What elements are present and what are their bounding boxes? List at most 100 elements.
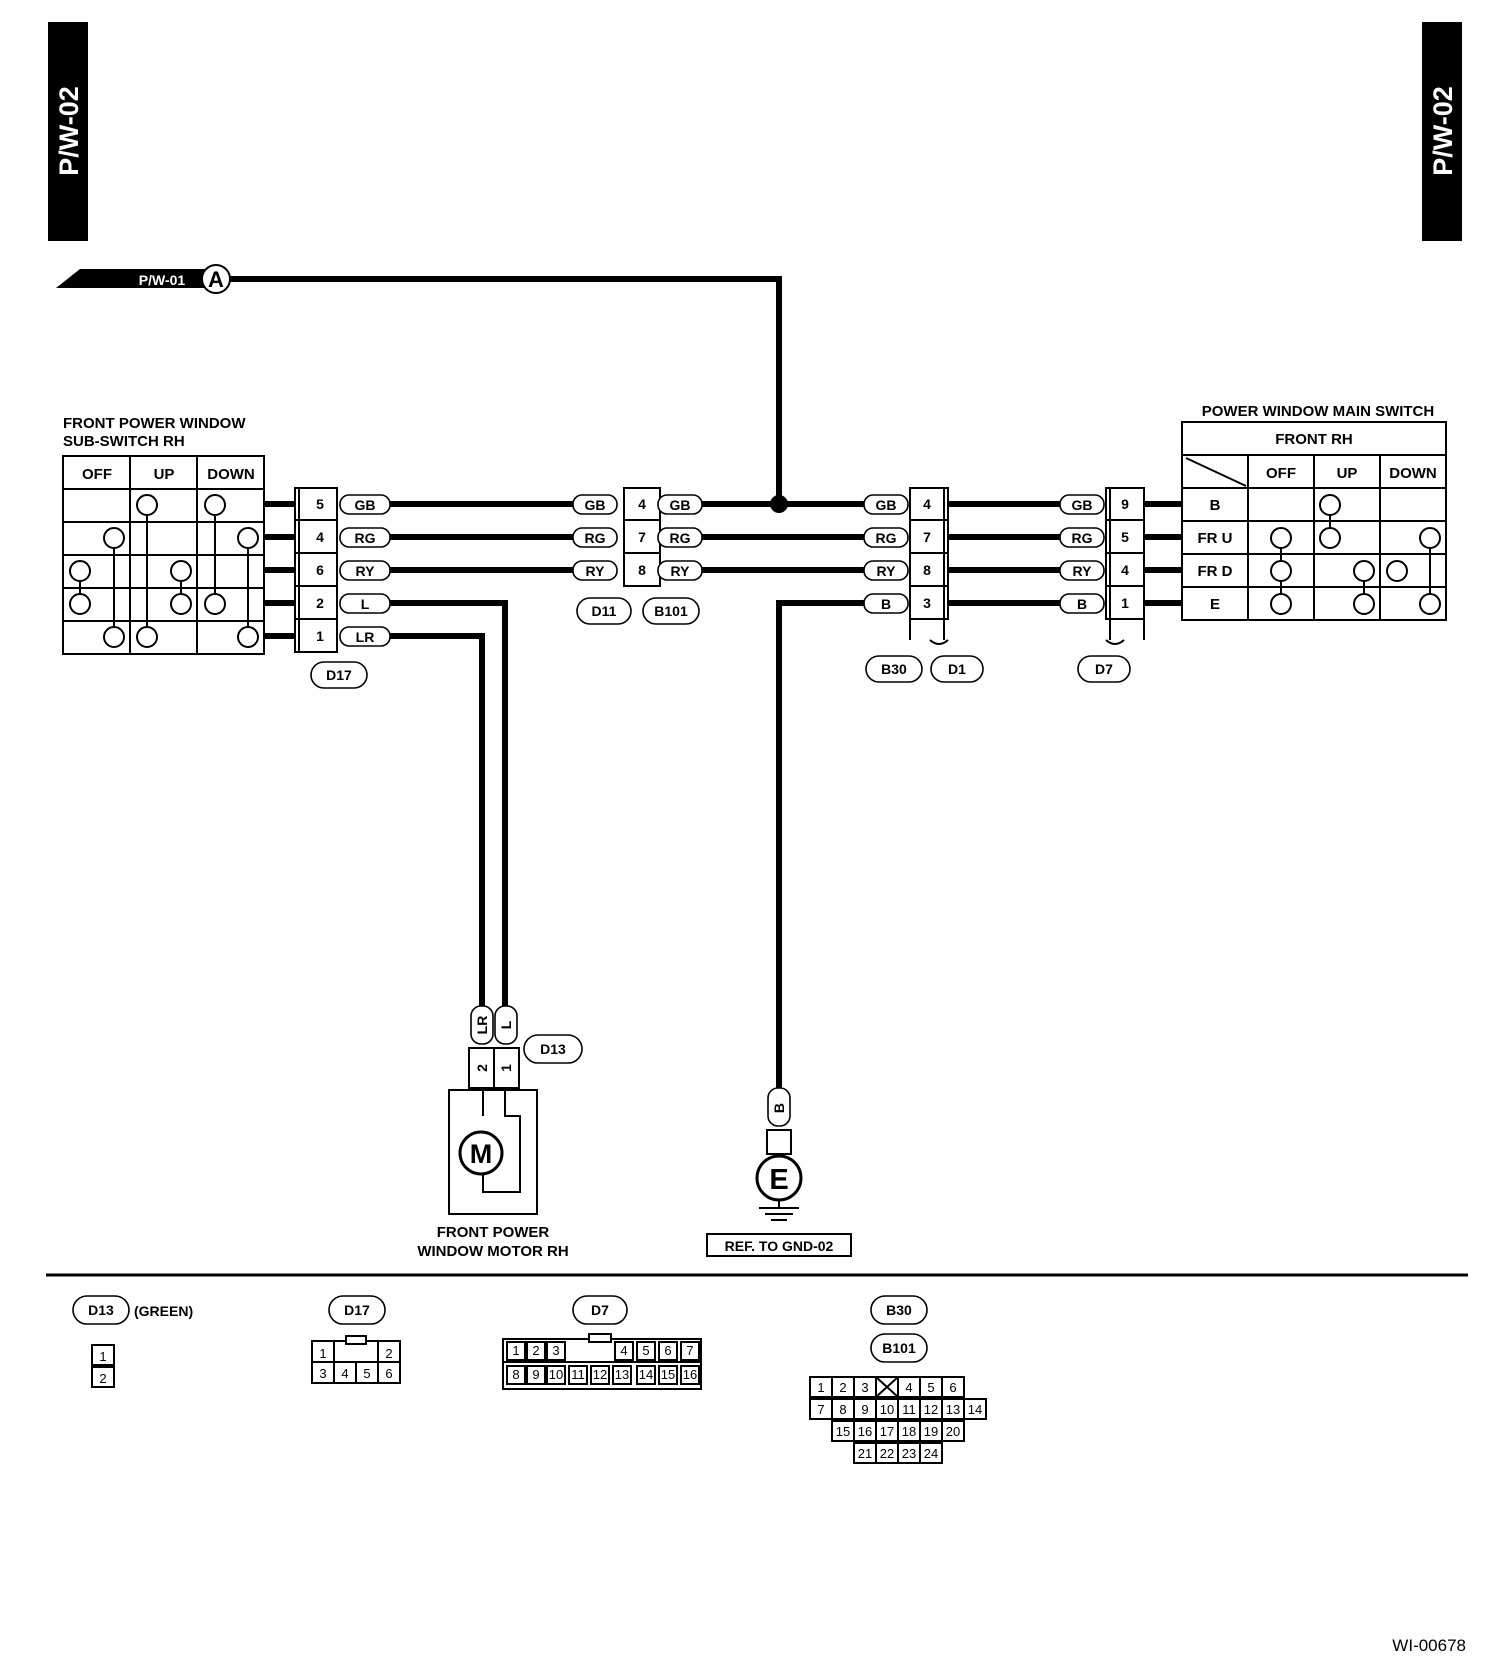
legend-pin: 2 xyxy=(99,1371,106,1386)
ref-marker-letter: A xyxy=(208,267,224,292)
b30-label: B30 xyxy=(881,661,907,677)
d17-pin: 4 xyxy=(316,529,324,545)
legend-pin-cell xyxy=(526,1365,546,1385)
wire-code-gb: GB xyxy=(876,497,897,513)
legend-pin: 8 xyxy=(839,1402,846,1417)
d13-label: D13 xyxy=(540,1041,566,1057)
motor-symbol: M xyxy=(470,1139,493,1169)
d17-pin: 6 xyxy=(316,562,324,578)
legend-pin: 9 xyxy=(861,1402,868,1417)
legend-pin: 7 xyxy=(817,1402,824,1417)
wire-code-ry: RY xyxy=(877,563,897,579)
sub-col-down: DOWN xyxy=(207,466,255,483)
ground-ref-label: REF. TO GND-02 xyxy=(725,1238,834,1254)
wire-code-gb: GB xyxy=(585,497,606,513)
motor-label-2: WINDOW MOTOR RH xyxy=(417,1243,568,1260)
d13-pin: 1 xyxy=(498,1064,514,1072)
main-row-fru: FR U xyxy=(1198,530,1233,547)
legend-pin-cell xyxy=(546,1341,566,1361)
legend-pin-cell xyxy=(658,1341,678,1361)
legend-pin-cell xyxy=(658,1365,678,1385)
header-diagonal xyxy=(1185,457,1247,487)
b101-label: B101 xyxy=(654,603,688,619)
wire-code-ry: RY xyxy=(1073,563,1093,579)
wire-code-l: L xyxy=(361,596,370,612)
d17-pin: 2 xyxy=(316,595,324,611)
d7-pin: 4 xyxy=(1121,562,1129,578)
legend-pin: 11 xyxy=(571,1367,585,1382)
legend-pin: 5 xyxy=(363,1366,370,1381)
legend-pin: 12 xyxy=(924,1402,938,1417)
d11-pin: 7 xyxy=(638,529,646,545)
sub-switch-title-2: SUB-SWITCH RH xyxy=(63,433,185,450)
connector-d11-b101: GB RG RY 4 7 8 GB RG RY D11 B101 xyxy=(572,487,703,625)
legend-pin-cell xyxy=(636,1341,656,1361)
legend-pin: 13 xyxy=(946,1402,960,1417)
page-tag-right: P/W-02 xyxy=(1422,22,1462,241)
legend-pin: 1 xyxy=(817,1380,824,1395)
legend-pin-cell xyxy=(919,1442,943,1464)
ground-e: B E REF. TO GND-02 xyxy=(706,1087,852,1257)
d11-pin: 8 xyxy=(638,562,646,578)
d7-pin: 5 xyxy=(1121,529,1129,545)
legend-pin: 10 xyxy=(549,1367,563,1382)
legend-pin: 5 xyxy=(927,1380,934,1395)
connector-d17: 5 4 6 2 1 GB RG RY L LR D17 xyxy=(294,487,391,689)
wires xyxy=(230,276,1182,1090)
page-tag-left-text: P/W-02 xyxy=(54,86,84,175)
ref-from-arrow: P/W-01 A xyxy=(56,264,231,294)
legend-pin: 5 xyxy=(642,1343,649,1358)
legend-pin: 1 xyxy=(512,1343,519,1358)
b30-pin: 3 xyxy=(923,595,931,611)
wire-code-l: L xyxy=(498,1020,514,1029)
legend-pin: 6 xyxy=(949,1380,956,1395)
legend-pin: 9 xyxy=(532,1367,539,1382)
legend-pin: 3 xyxy=(861,1380,868,1395)
legend-pin: 15 xyxy=(661,1367,675,1382)
legend-d7-label: D7 xyxy=(591,1302,609,1318)
wire-code-ry: RY xyxy=(586,563,606,579)
wire-code-ry: RY xyxy=(671,563,691,579)
ref-from-label: P/W-01 xyxy=(139,272,186,288)
legend-pin: 15 xyxy=(836,1424,850,1439)
legend-pin: 20 xyxy=(946,1424,960,1439)
main-row-frd: FR D xyxy=(1198,563,1233,580)
d17-label: D17 xyxy=(326,667,352,683)
legend-pin: 16 xyxy=(683,1367,697,1382)
wire-code-gb: GB xyxy=(670,497,691,513)
d11-label: D11 xyxy=(592,603,617,619)
b30-pin: 7 xyxy=(923,529,931,545)
main-row-e: E xyxy=(1210,596,1220,613)
wire-code-gb: GB xyxy=(1072,497,1093,513)
wire-code-lr: LR xyxy=(356,629,375,645)
legend-pin-cell xyxy=(614,1341,634,1361)
wire-code-b: B xyxy=(1077,596,1087,612)
d7-label: D7 xyxy=(1095,661,1113,677)
legend-pin: 19 xyxy=(924,1424,938,1439)
legend-d17: D17 1 2 3 4 5 6 xyxy=(311,1295,401,1384)
d7-pin: 1 xyxy=(1121,595,1129,611)
d13-pin: 2 xyxy=(474,1064,490,1072)
wire-code-rg: RG xyxy=(876,530,897,546)
connector-b30-d1: GB RG RY B 4 7 8 3 B30 D1 xyxy=(863,487,984,683)
legend-pin: 22 xyxy=(880,1446,894,1461)
legend-pin: 12 xyxy=(593,1367,607,1382)
ground-symbol: E xyxy=(769,1164,788,1196)
legend-pin: 10 xyxy=(880,1402,894,1417)
d11-pin: 4 xyxy=(638,496,646,512)
sub-col-off: OFF xyxy=(82,466,112,483)
legend-pin-cell xyxy=(963,1398,987,1420)
legend-pin: 14 xyxy=(639,1367,653,1382)
legend-pin-cell xyxy=(506,1341,526,1361)
wire-code-gb: GB xyxy=(355,497,376,513)
legend-pin: 14 xyxy=(968,1402,982,1417)
main-switch: POWER WINDOW MAIN SWITCH FRONT RH OFF UP… xyxy=(1181,403,1447,621)
wire-feed-a xyxy=(230,276,782,504)
wire-code-rg: RG xyxy=(670,530,691,546)
legend-d17-label: D17 xyxy=(344,1302,370,1318)
wire-code-rg: RG xyxy=(355,530,376,546)
legend-pin-cell xyxy=(680,1341,700,1361)
sub-col-up: UP xyxy=(154,466,175,483)
d17-pin: 5 xyxy=(316,496,324,512)
